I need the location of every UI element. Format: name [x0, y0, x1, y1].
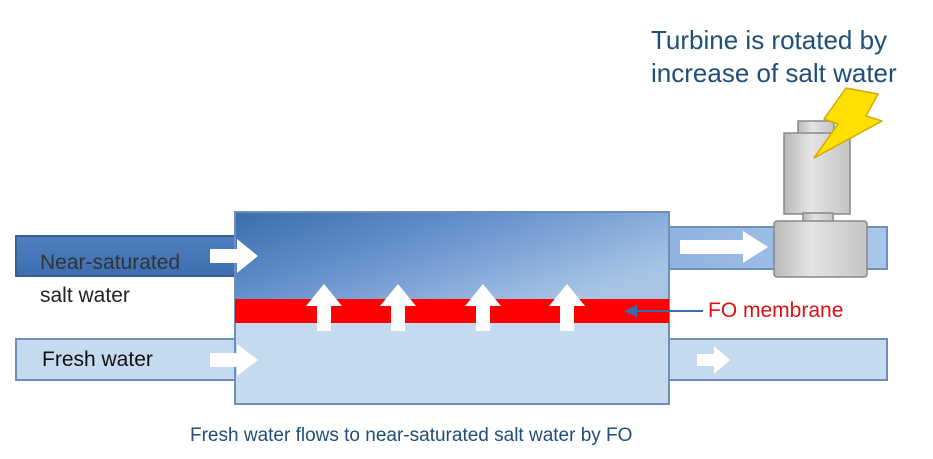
- turbine-caption-line2: increase of salt water: [651, 58, 897, 88]
- fresh-water-label: Fresh water: [42, 348, 153, 371]
- salt-water-inlet-pipe: [15, 235, 238, 277]
- lightning-bolt-icon: [813, 87, 883, 159]
- arrow-right-icon: [210, 344, 258, 376]
- salt-water-label-line2: salt water: [40, 284, 130, 307]
- arrow-right-icon: [680, 231, 768, 263]
- turbine-caption-line1: Turbine is rotated by: [651, 25, 888, 55]
- fo-membrane: [235, 299, 669, 323]
- turbine-caption: Turbine is rotated by increase of salt w…: [651, 24, 897, 90]
- arrow-right-icon: [210, 239, 258, 273]
- salt-water-label-line1: Near-saturated: [40, 251, 181, 274]
- arrow-up-icon: [465, 284, 501, 331]
- fresh-water-chamber: [235, 322, 669, 404]
- membrane-label: FO membrane: [708, 299, 844, 322]
- salt-water-chamber: [235, 212, 669, 300]
- arrow-right-icon: [697, 346, 730, 374]
- arrow-up-icon: [380, 284, 416, 331]
- bottom-caption: Fresh water flows to near-saturated salt…: [190, 425, 633, 446]
- arrow-up-icon: [306, 284, 342, 331]
- fresh-water-inlet-pipe: [15, 338, 238, 381]
- arrow-up-icon: [549, 284, 585, 331]
- arrow-left-icon: [624, 305, 637, 317]
- turbine-icon: [773, 120, 868, 278]
